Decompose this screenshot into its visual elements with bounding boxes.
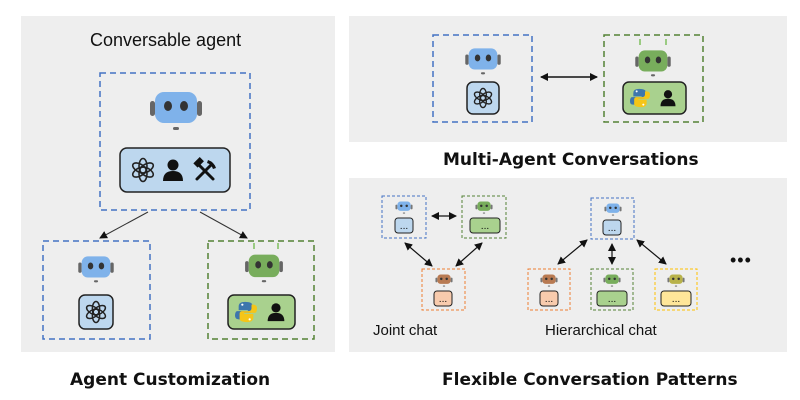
agent-customization-caption: Agent Customization [70,370,271,390]
svg-text:...: ... [400,222,409,232]
robot-icon [245,254,283,283]
robot-icon [78,256,114,283]
joint-blue-agent: ... [381,195,427,239]
arrow-to-blue-agent [99,211,149,239]
svg-text:...: ... [608,224,617,234]
hier-green-agent: ... [590,268,634,311]
svg-text:...: ... [672,295,681,305]
svg-text:...: ... [439,295,448,305]
svg-text:...: ... [545,295,554,305]
mac-green-agent [603,34,704,123]
robot-icon [465,48,501,75]
svg-text:...: ... [481,222,490,232]
more-patterns-ellipsis: ••• [730,250,752,270]
multi-agent-caption: Multi-Agent Conversations [443,150,699,170]
hierarchical-chat-label: Hierarchical chat [545,322,657,339]
robot-icon [150,92,202,130]
mac-blue-agent [432,34,533,123]
joint-orange-agent: ... [421,268,466,311]
flexible-patterns-caption: Flexible Conversation Patterns [442,370,738,390]
robot-icon [635,50,671,77]
joint-chat-label: Joint chat [373,322,438,339]
hier-yellow-agent: ... [654,268,698,311]
hier-orange-agent: ... [527,268,571,311]
conversable-agent-box [99,72,251,211]
green-agent-box [207,240,315,340]
svg-text:...: ... [608,295,617,305]
conversable-agent-title: Conversable agent [90,30,242,50]
blue-agent-box [42,240,151,340]
arrow-to-green-agent [199,211,248,239]
hier-blue-agent: ... [590,197,635,240]
joint-green-agent: ... [461,195,507,239]
